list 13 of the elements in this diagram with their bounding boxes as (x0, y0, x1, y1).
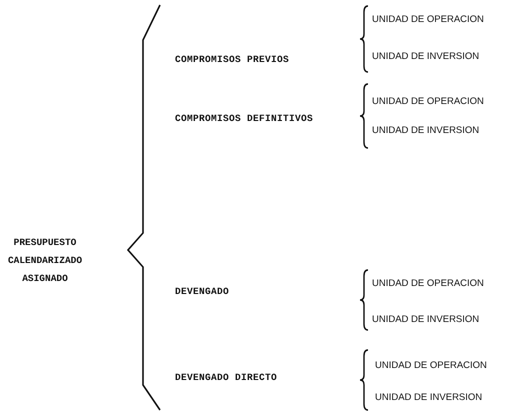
category-label: UNIDAD DE OPERACION (372, 278, 484, 289)
category-label: UNIDAD DE INVERSION (375, 392, 482, 403)
category-label: UNIDAD DE INVERSION (372, 51, 480, 62)
category-label: COMPROMISOS DEFINITIVOS (175, 113, 314, 124)
category-label: COMPROMISOS PREVIOS (175, 54, 290, 65)
category-label: UNIDAD DE OPERACION (372, 14, 484, 25)
category-label: UNIDAD DE OPERACION (375, 360, 487, 371)
category-label: DEVENGADO DIRECTO (175, 372, 278, 383)
category-label: UNIDAD DE INVERSION (372, 314, 480, 325)
category-label: UNIDAD DE INVERSION (372, 125, 480, 136)
category-label: DEVENGADO (175, 286, 230, 297)
root-heading: PRESUPUESTO CALENDARIZADO ASIGNADO (6, 236, 84, 286)
category-label: UNIDAD DE OPERACION (372, 96, 484, 107)
